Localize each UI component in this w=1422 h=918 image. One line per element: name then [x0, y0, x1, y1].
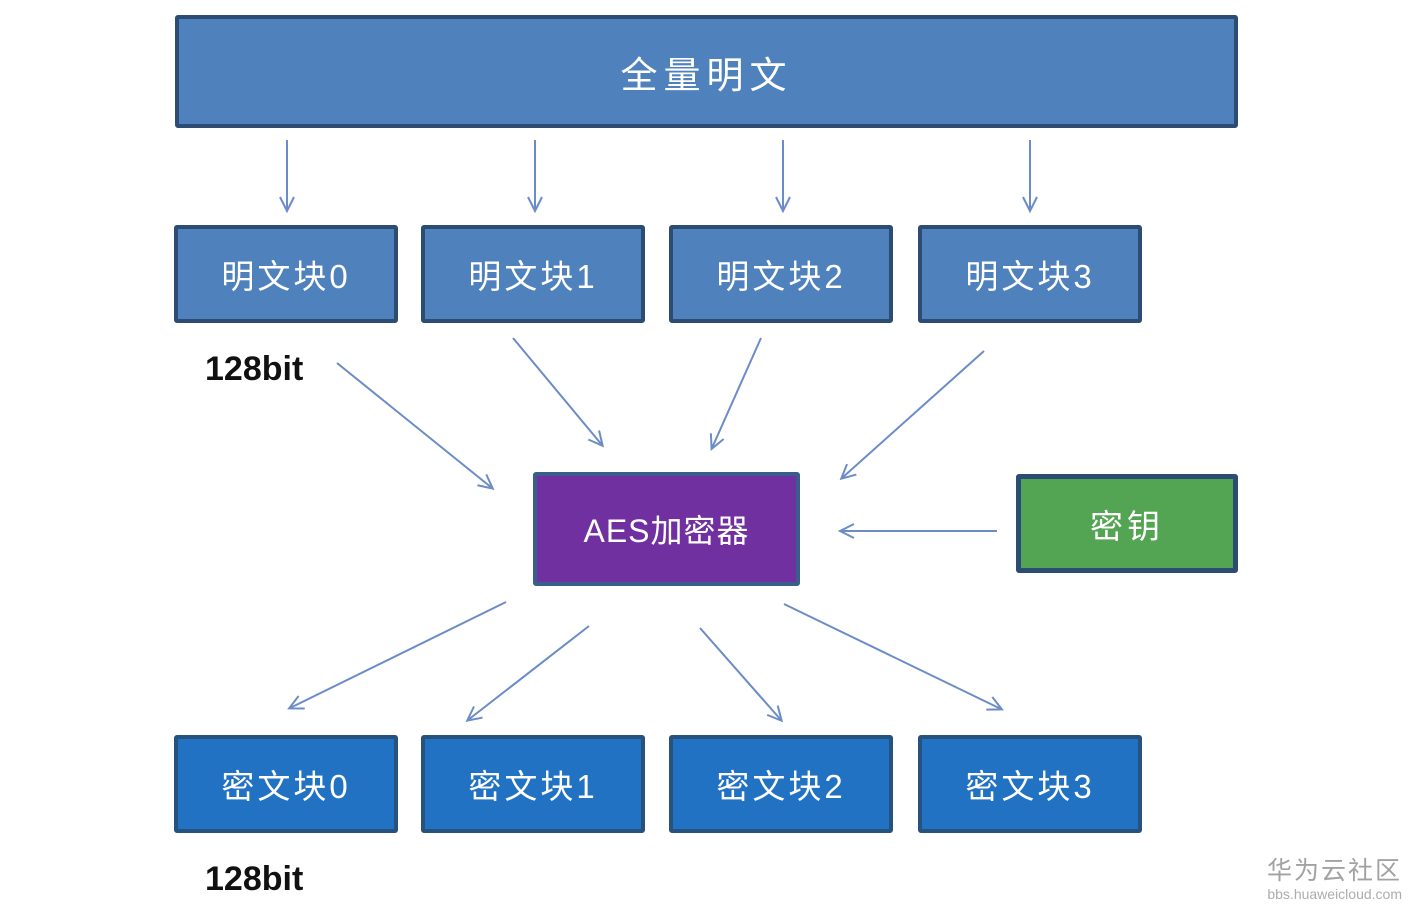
arrow-aes-to-cipher3	[783, 603, 1004, 711]
aes-encryptor-box: AES加密器	[533, 472, 800, 586]
arrow-aes-to-cipher1	[465, 625, 590, 722]
plaintext-block-1: 明文块1	[421, 225, 645, 323]
arrow-plain0-to-aes	[336, 362, 495, 491]
arrow-plain3-to-aes	[839, 350, 985, 481]
plaintext-block-0: 明文块0	[174, 225, 398, 323]
ciphertext-block-1: 密文块1	[421, 735, 645, 833]
plaintext-block-3: 明文块3	[918, 225, 1142, 323]
watermark-title: 华为云社区	[1266, 857, 1402, 886]
plaintext-block-2: 明文块2	[669, 225, 893, 323]
bit-size-label-bottom: 128bit	[205, 860, 304, 898]
key-box: 密钥	[1016, 474, 1238, 573]
bit-size-label-top: 128bit	[205, 350, 304, 388]
arrow-plain1-to-aes	[512, 337, 605, 448]
ciphertext-block-2: 密文块2	[669, 735, 893, 833]
watermark: 华为云社区 bbs.huaweicloud.com	[1267, 857, 1402, 902]
watermark-url: bbs.huaweicloud.com	[1267, 885, 1402, 902]
full-plaintext-box: 全量明文	[175, 15, 1238, 128]
ciphertext-block-3: 密文块3	[918, 735, 1142, 833]
arrow-aes-to-cipher0	[287, 601, 507, 710]
ciphertext-block-0: 密文块0	[174, 735, 398, 833]
arrow-plain2-to-aes	[709, 337, 762, 451]
arrow-aes-to-cipher2	[699, 627, 784, 723]
